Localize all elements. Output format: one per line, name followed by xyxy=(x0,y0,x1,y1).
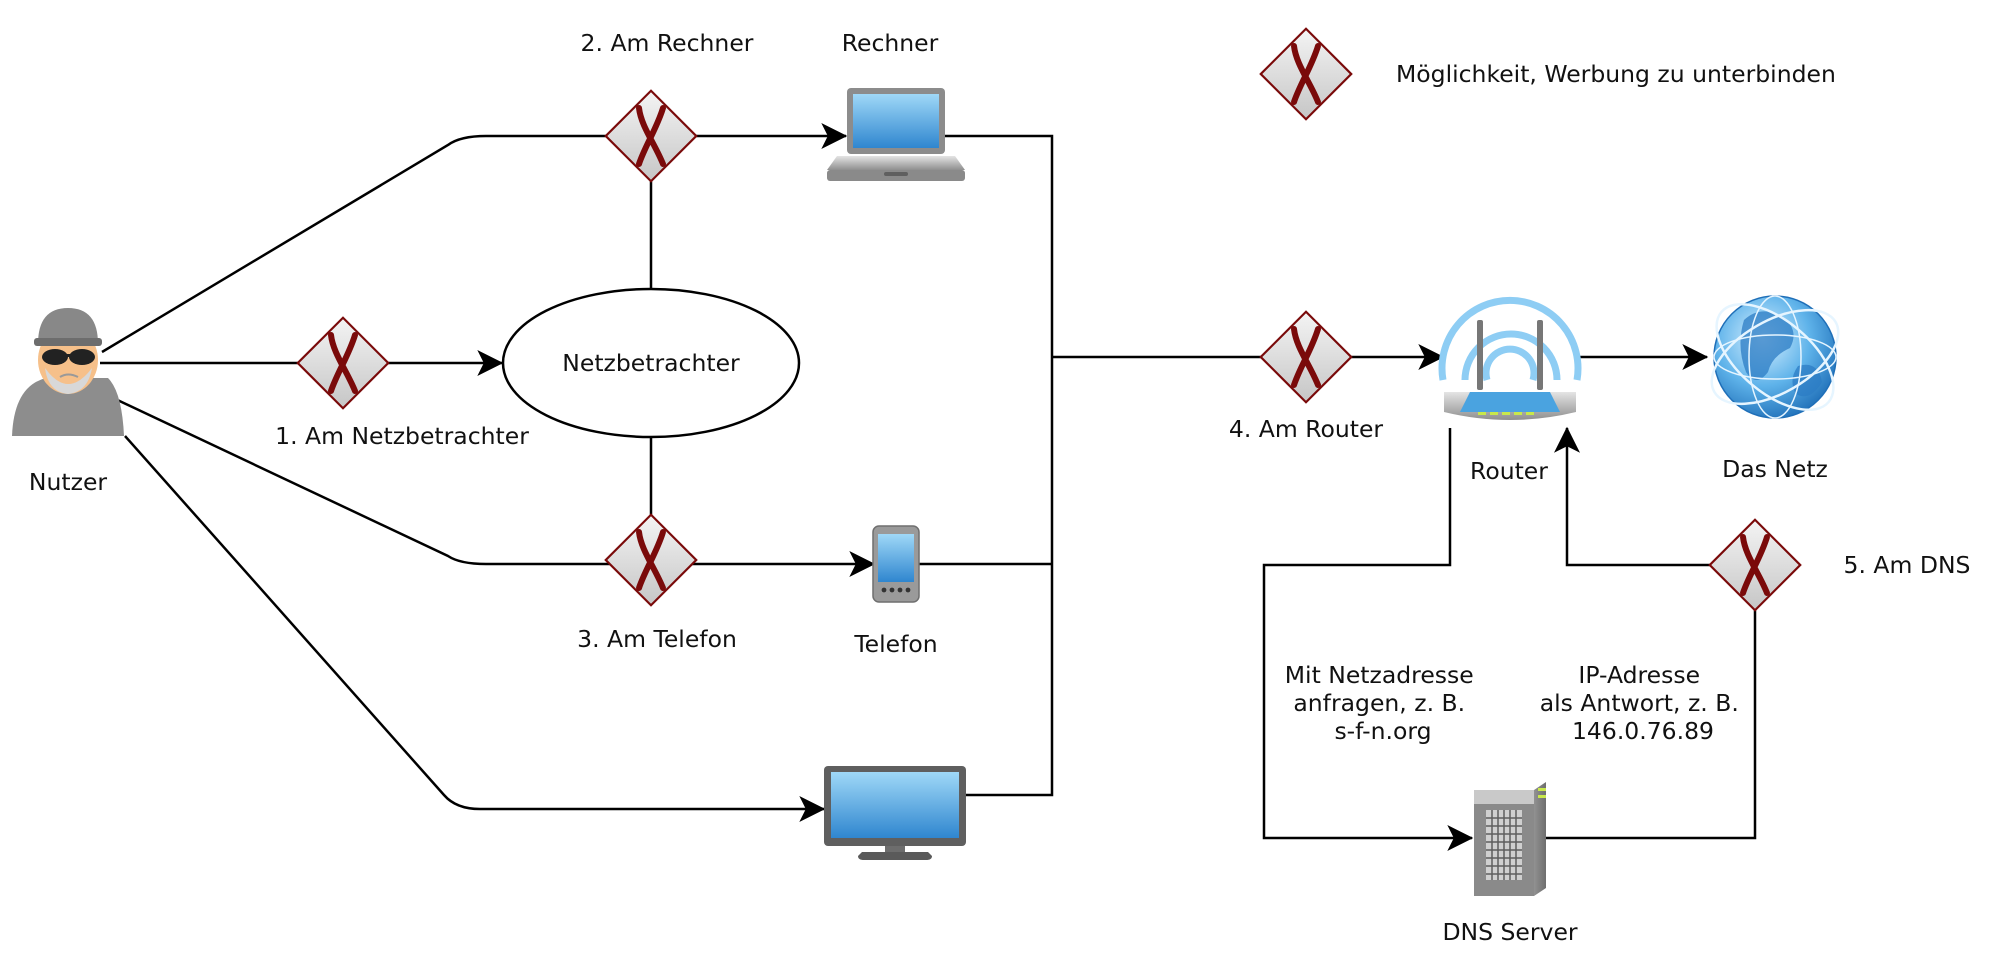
legend-block-x-icon xyxy=(1261,29,1352,120)
proxy-node xyxy=(501,287,801,439)
server-tower-icon xyxy=(1474,782,1546,896)
edge-dns-router-answer xyxy=(1546,426,1757,840)
dns-answer-line: 146.0.76.89 xyxy=(1572,717,1714,745)
edge-devices-bus xyxy=(917,134,1054,797)
legend-label: Möglichkeit, Werbung zu unterbinden xyxy=(1396,60,1836,88)
dns-answer-text: IP-Adresse als Antwort, z. B. 146.0.76.8… xyxy=(1540,661,1747,745)
computer-label: Rechner xyxy=(842,29,939,57)
internet-label: Das Netz xyxy=(1722,455,1828,483)
dns-query-line: s-f-n.org xyxy=(1334,717,1431,745)
dns-query-text: Mit Netzadresse anfragen, z. B. s-f-n.or… xyxy=(1285,661,1481,745)
wifi-router-icon xyxy=(1438,296,1582,420)
edge-user-tv xyxy=(124,435,826,822)
hacker-user-icon xyxy=(12,308,124,436)
smartphone-icon xyxy=(872,525,920,603)
connections xyxy=(91,123,1757,851)
dns-answer-line: IP-Adresse xyxy=(1578,661,1700,689)
edge-router-dns-query xyxy=(1262,428,1474,851)
edge-user-phone xyxy=(91,386,876,577)
edge-user-computer xyxy=(101,123,848,354)
block-point-1-label: 1. Am Netzbetrachter xyxy=(275,422,529,450)
dns-query-line: Mit Netzadresse xyxy=(1285,661,1474,689)
phone-label: Telefon xyxy=(853,630,937,658)
block-point-5-label: 5. Am DNS xyxy=(1844,551,1971,579)
proxy-label: Netzbetrachter xyxy=(562,349,740,377)
block-x-icon xyxy=(298,318,389,409)
globe-icon xyxy=(1710,295,1840,419)
laptop-icon xyxy=(827,88,965,181)
block-point-4-label: 4. Am Router xyxy=(1229,415,1384,443)
block-x-icon xyxy=(606,515,697,606)
router-label: Router xyxy=(1470,457,1548,485)
user-label: Nutzer xyxy=(29,468,107,496)
block-point-3-label: 3. Am Telefon xyxy=(577,625,737,653)
dns-query-line: anfragen, z. B. xyxy=(1293,689,1465,717)
block-x-icon xyxy=(1261,312,1352,403)
block-x-icon xyxy=(1710,520,1801,611)
block-x-icon xyxy=(606,91,697,182)
dns-answer-line: als Antwort, z. B. xyxy=(1540,689,1739,717)
dns-server-label: DNS Server xyxy=(1442,918,1577,946)
block-point-2-label: 2. Am Rechner xyxy=(581,29,754,57)
monitor-icon xyxy=(824,766,966,860)
